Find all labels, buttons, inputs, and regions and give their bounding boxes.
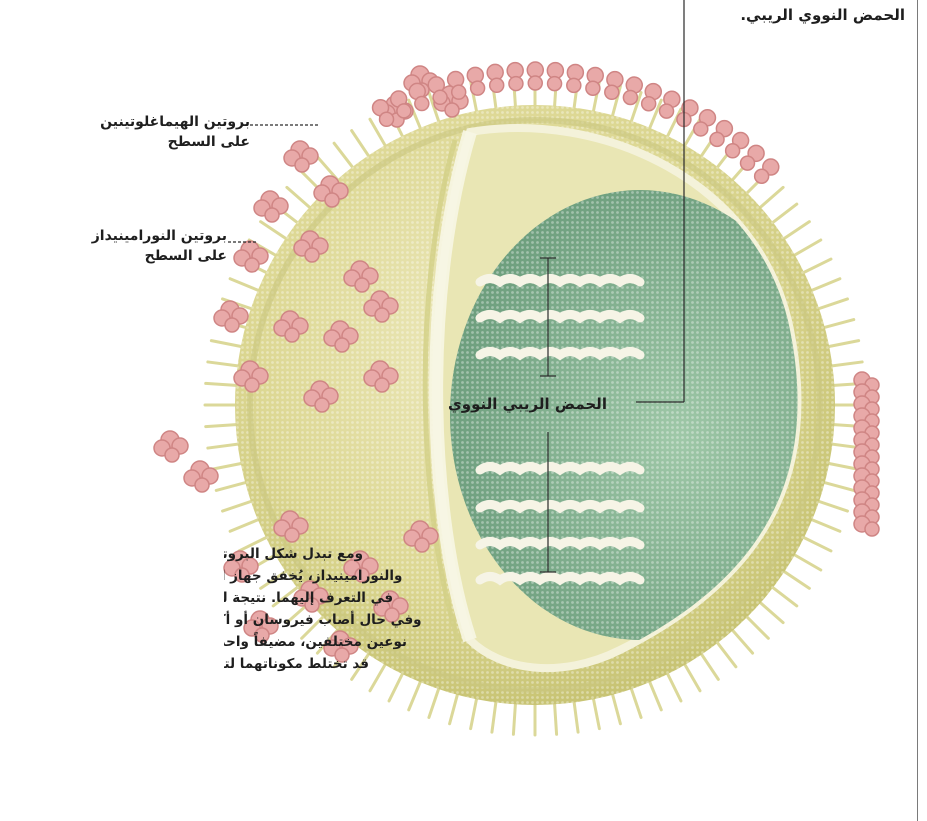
- protein-knob: [325, 193, 339, 207]
- protein-knob: [694, 122, 708, 136]
- protein-knob: [415, 97, 429, 111]
- protein-knob: [285, 528, 299, 542]
- protein-knob: [528, 76, 542, 90]
- rna-label: الحمض الريبي النووي: [448, 394, 607, 414]
- protein-knob: [660, 104, 674, 118]
- protein-knob: [726, 144, 740, 158]
- rna-strand: [480, 467, 640, 471]
- protein-knob: [245, 378, 259, 392]
- protein-knob: [335, 338, 349, 352]
- frame-border: [917, 0, 918, 821]
- neuraminidase-label: بروتين النورامينيداز على السطح: [92, 226, 227, 266]
- protein-knob: [195, 478, 209, 492]
- protein-knob: [225, 318, 239, 332]
- rna-strand: [480, 315, 640, 319]
- protein-knob: [741, 156, 755, 170]
- rna-strand: [480, 352, 640, 356]
- explanation-text: ومع تبدل شكل البروتينين الهيماغلوتينين و…: [224, 543, 424, 697]
- protein-knob: [710, 132, 724, 146]
- hemagglutinin-label-line1: بروتين الهيماغلوتينين: [100, 112, 250, 132]
- protein-knob: [452, 85, 466, 99]
- protein-knob: [165, 448, 179, 462]
- rna-strand: [480, 577, 640, 581]
- rna-strand: [480, 279, 640, 283]
- protein-knob: [315, 398, 329, 412]
- protein-knob: [245, 258, 259, 272]
- protein-knob: [355, 278, 369, 292]
- hemagglutinin-label: بروتين الهيماغلوتينين على السطح: [100, 112, 250, 152]
- protein-knob: [548, 77, 562, 91]
- neuraminidase-label-line2: على السطح: [92, 246, 227, 266]
- protein-knob: [605, 85, 619, 99]
- protein-knob: [265, 208, 279, 222]
- protein-knob: [380, 112, 394, 126]
- hemagglutinin-label-line2: على السطح: [100, 132, 250, 152]
- rna-strand: [480, 542, 640, 546]
- protein-knob: [375, 378, 389, 392]
- protein-knob: [755, 169, 769, 183]
- protein-knob: [305, 248, 319, 262]
- protein-knob: [375, 308, 389, 322]
- protein-knob: [623, 90, 637, 104]
- protein-knob: [865, 522, 879, 536]
- protein-knob: [642, 97, 656, 111]
- protein-knob: [567, 78, 581, 92]
- explanation-paragraph: ومع تبدل شكل البروتينين الهيماغلوتينين و…: [224, 543, 424, 773]
- protein-knob: [397, 104, 411, 118]
- protein-knob: [295, 158, 309, 172]
- protein-knob: [509, 77, 523, 91]
- rna-strand: [480, 505, 640, 509]
- protein-knob: [490, 78, 504, 92]
- neuraminidase-label-line1: بروتين النورامينيداز: [92, 226, 227, 246]
- protein-knob: [471, 81, 485, 95]
- protein-knob: [285, 328, 299, 342]
- protein-knob: [445, 103, 459, 117]
- protein-knob: [586, 81, 600, 95]
- protein-knob: [433, 90, 447, 104]
